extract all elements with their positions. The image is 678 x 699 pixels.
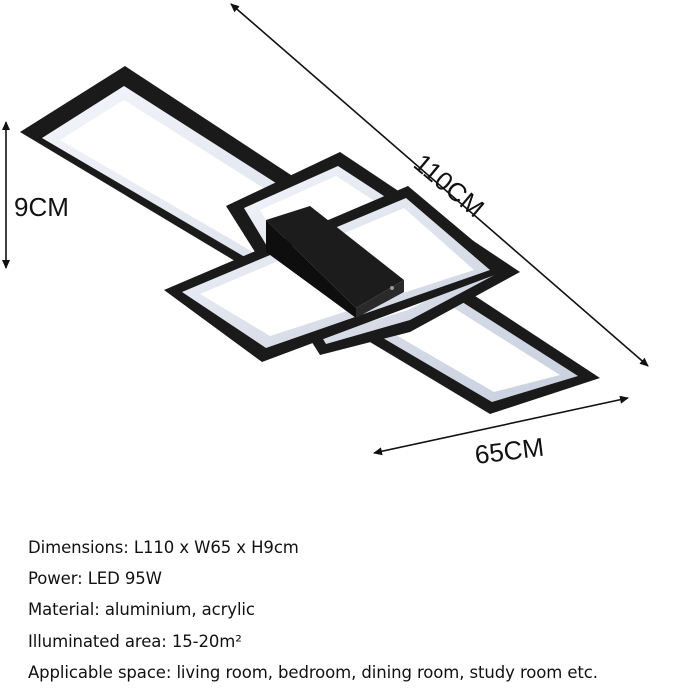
spec-illuminated-area: Illuminated area: 15-20m² [28, 631, 242, 651]
height-label: 9CM [14, 192, 69, 222]
length-dimension-arrow [230, 3, 649, 367]
ceiling-lamp-illustration: 110CM 65CM 9CM [2, 3, 649, 470]
spec-material: Material: aluminium, acrylic [28, 600, 255, 620]
width-label: 65CM [473, 432, 545, 470]
spec-applicable-space: Applicable space: living room, bedroom, … [28, 662, 598, 682]
spec-list: Dimensions: L110 x W65 x H9cm Power: LED… [28, 537, 678, 693]
spec-power: Power: LED 95W [28, 569, 162, 589]
width-dimension-arrow [373, 395, 629, 456]
spec-dimensions: Dimensions: L110 x W65 x H9cm [28, 538, 299, 557]
